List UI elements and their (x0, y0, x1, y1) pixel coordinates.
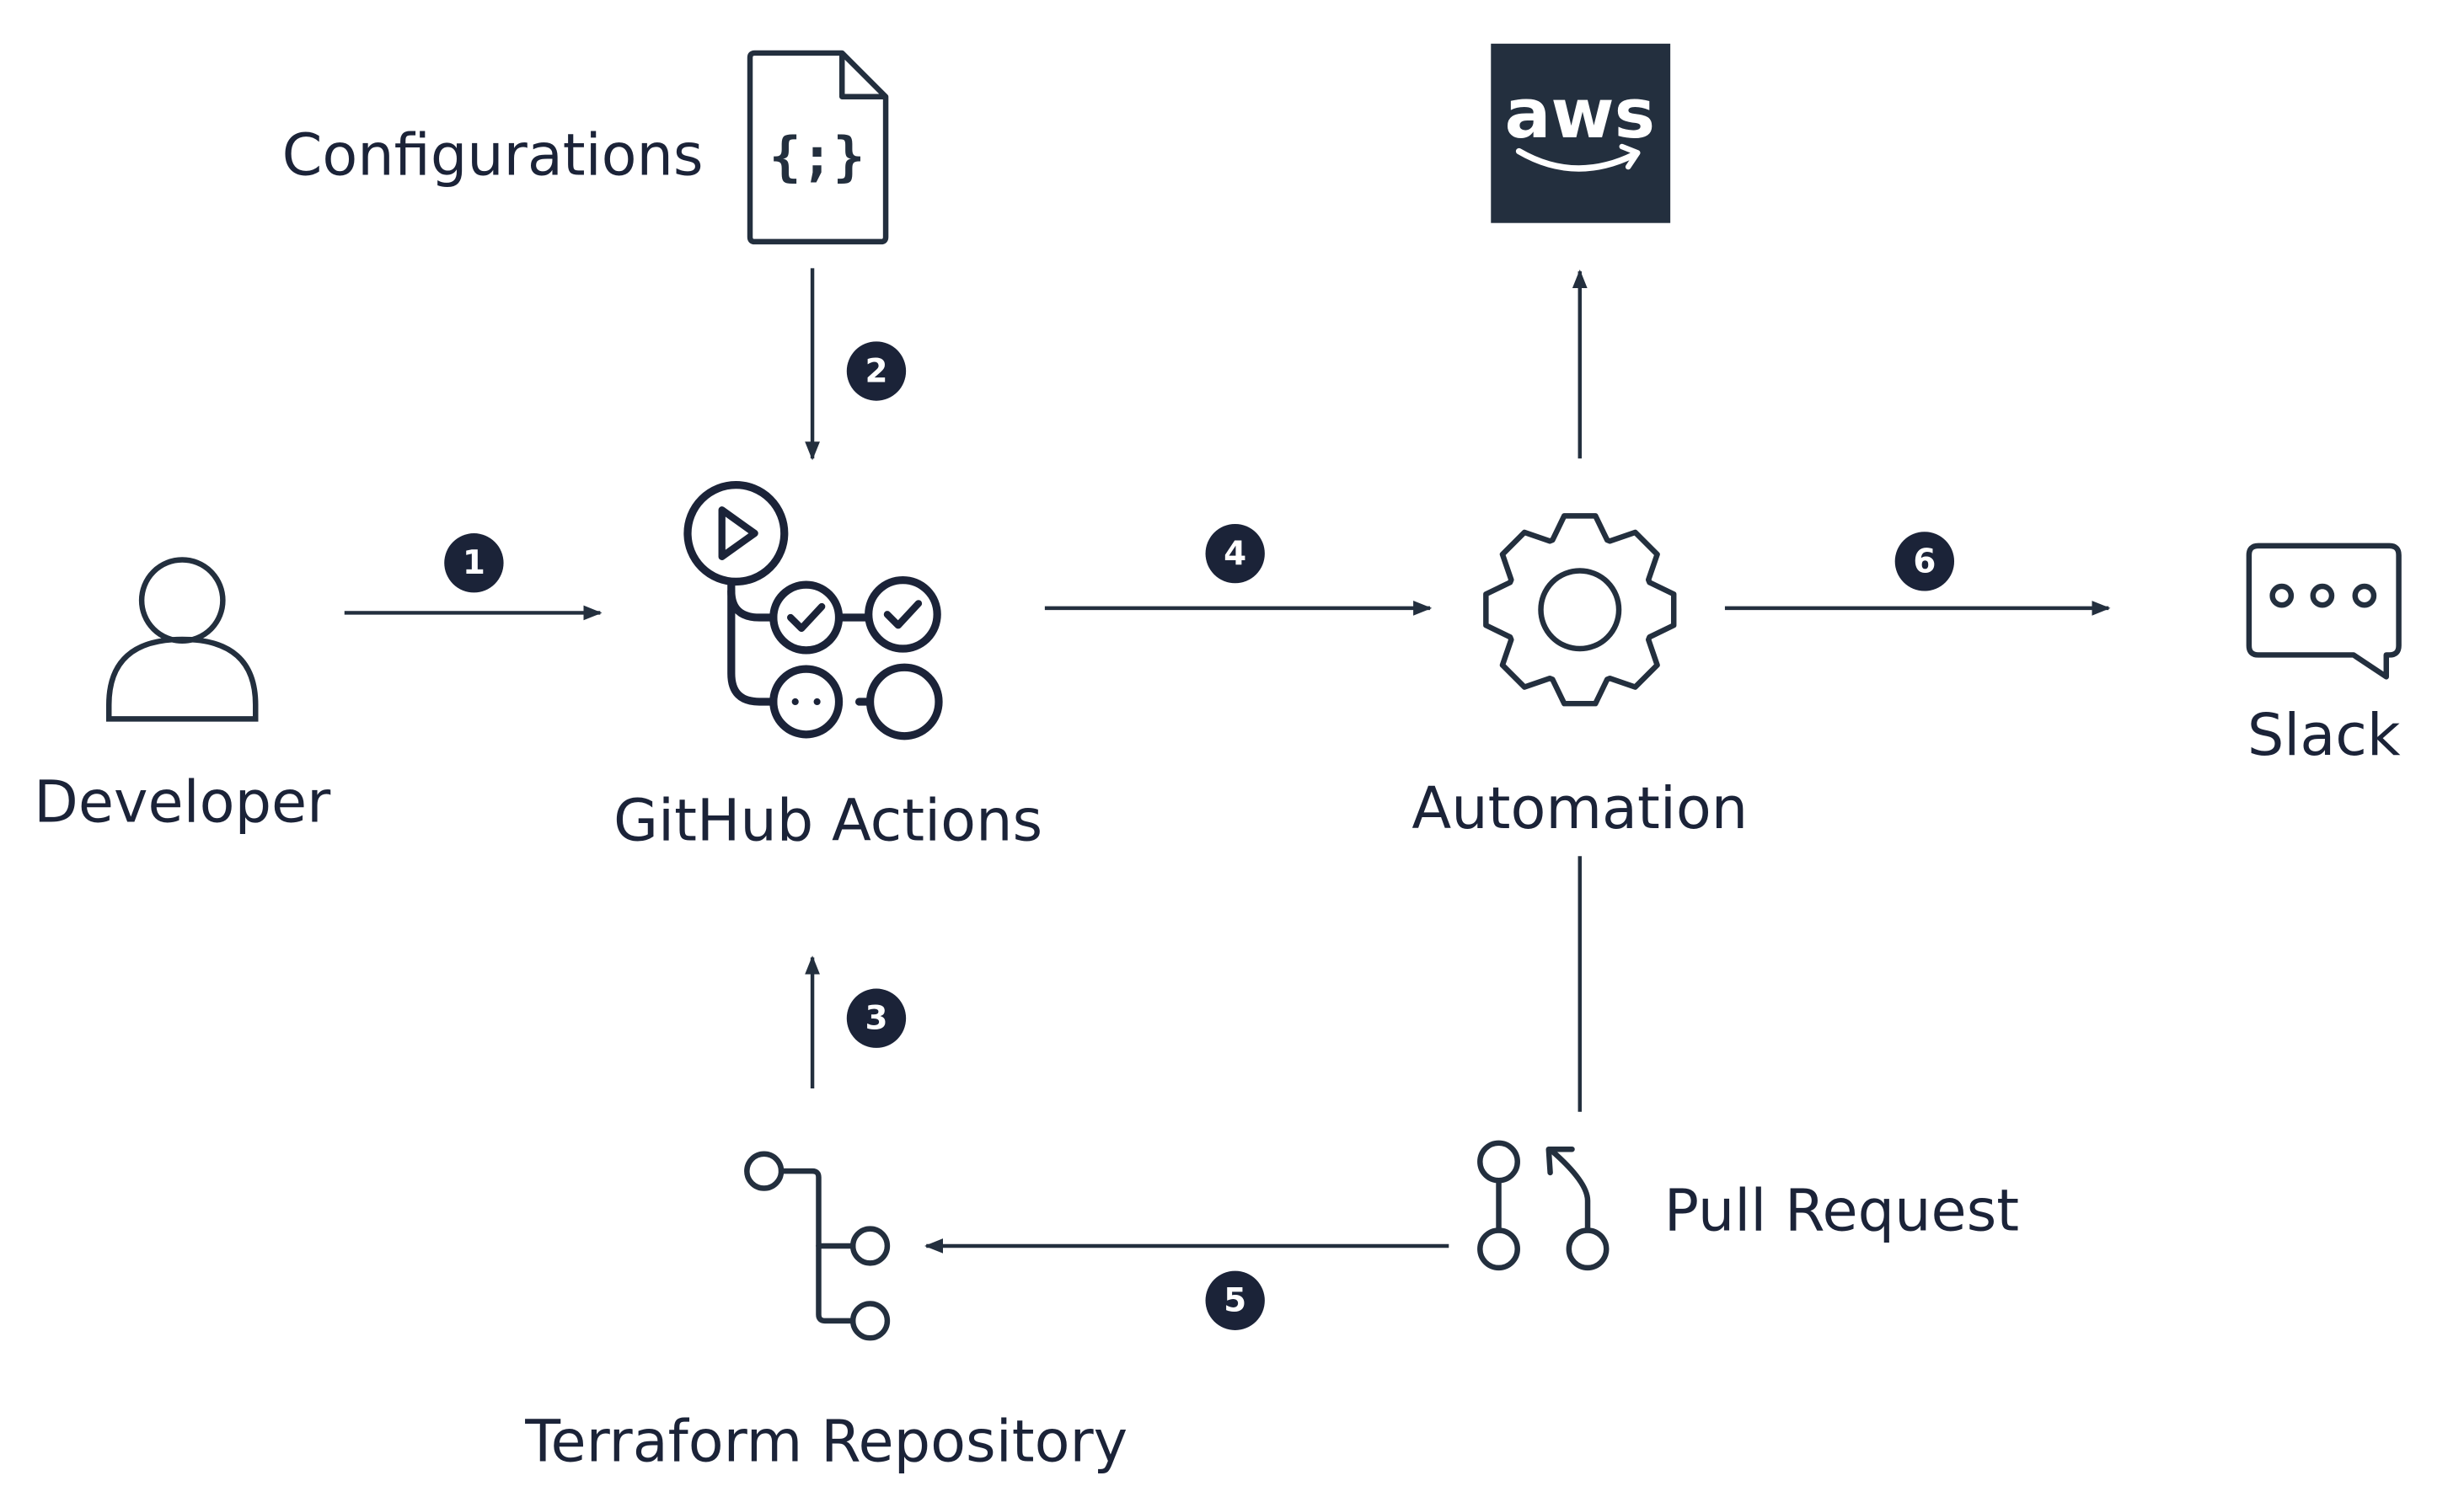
step-badge-number: 1 (463, 544, 485, 582)
pull-request-label: Pull Request (1664, 1177, 2019, 1244)
node-developer: Developer (34, 557, 331, 836)
step-badge-number: 5 (1224, 1282, 1246, 1320)
step-badge-4: 4 (1205, 523, 1265, 584)
node-terraform-repository: Terraform Repository (524, 1151, 1128, 1475)
step-badge-number: 4 (1224, 535, 1246, 573)
user-icon (106, 557, 259, 722)
step-badge-number: 2 (865, 353, 887, 391)
aws-logo: aws (1504, 74, 1655, 154)
step-badge-6: 6 (1894, 532, 1955, 591)
pull-request-icon (1477, 1140, 1610, 1271)
developer-label: Developer (34, 768, 331, 836)
node-github-actions: GitHub Actions (613, 481, 1042, 855)
step-badge-2: 2 (846, 341, 907, 401)
svg-text:{;}: {;} (769, 126, 865, 187)
step-badge-1: 1 (444, 533, 504, 593)
json-file-icon: {;} (747, 50, 889, 245)
aws-logo-tile (1491, 43, 1671, 223)
automation-label: Automation (1411, 775, 1748, 842)
node-aws: aws (1491, 43, 1671, 223)
node-automation: Automation (1411, 513, 1748, 842)
terraform-repository-label: Terraform Repository (524, 1408, 1128, 1475)
workflow-icon (683, 481, 943, 740)
step-badge-5: 5 (1205, 1270, 1265, 1330)
node-slack: Slack (2246, 543, 2402, 769)
github-actions-label: GitHub Actions (613, 788, 1042, 855)
aws-smile-icon (1515, 147, 1638, 172)
node-pull-request: Pull Request (1477, 1140, 2019, 1271)
configurations-label: Configurations (282, 121, 704, 189)
step-badge-number: 3 (865, 1000, 887, 1038)
chat-bubble-icon (2246, 543, 2402, 680)
step-badge-3: 3 (846, 988, 907, 1048)
node-configurations: Configurations {;} (282, 50, 889, 245)
git-branch-icon (744, 1151, 891, 1341)
gear-icon (1483, 513, 1677, 707)
connectors (344, 268, 2111, 1254)
step-badge-number: 6 (1913, 543, 1936, 580)
slack-label: Slack (2247, 702, 2401, 769)
